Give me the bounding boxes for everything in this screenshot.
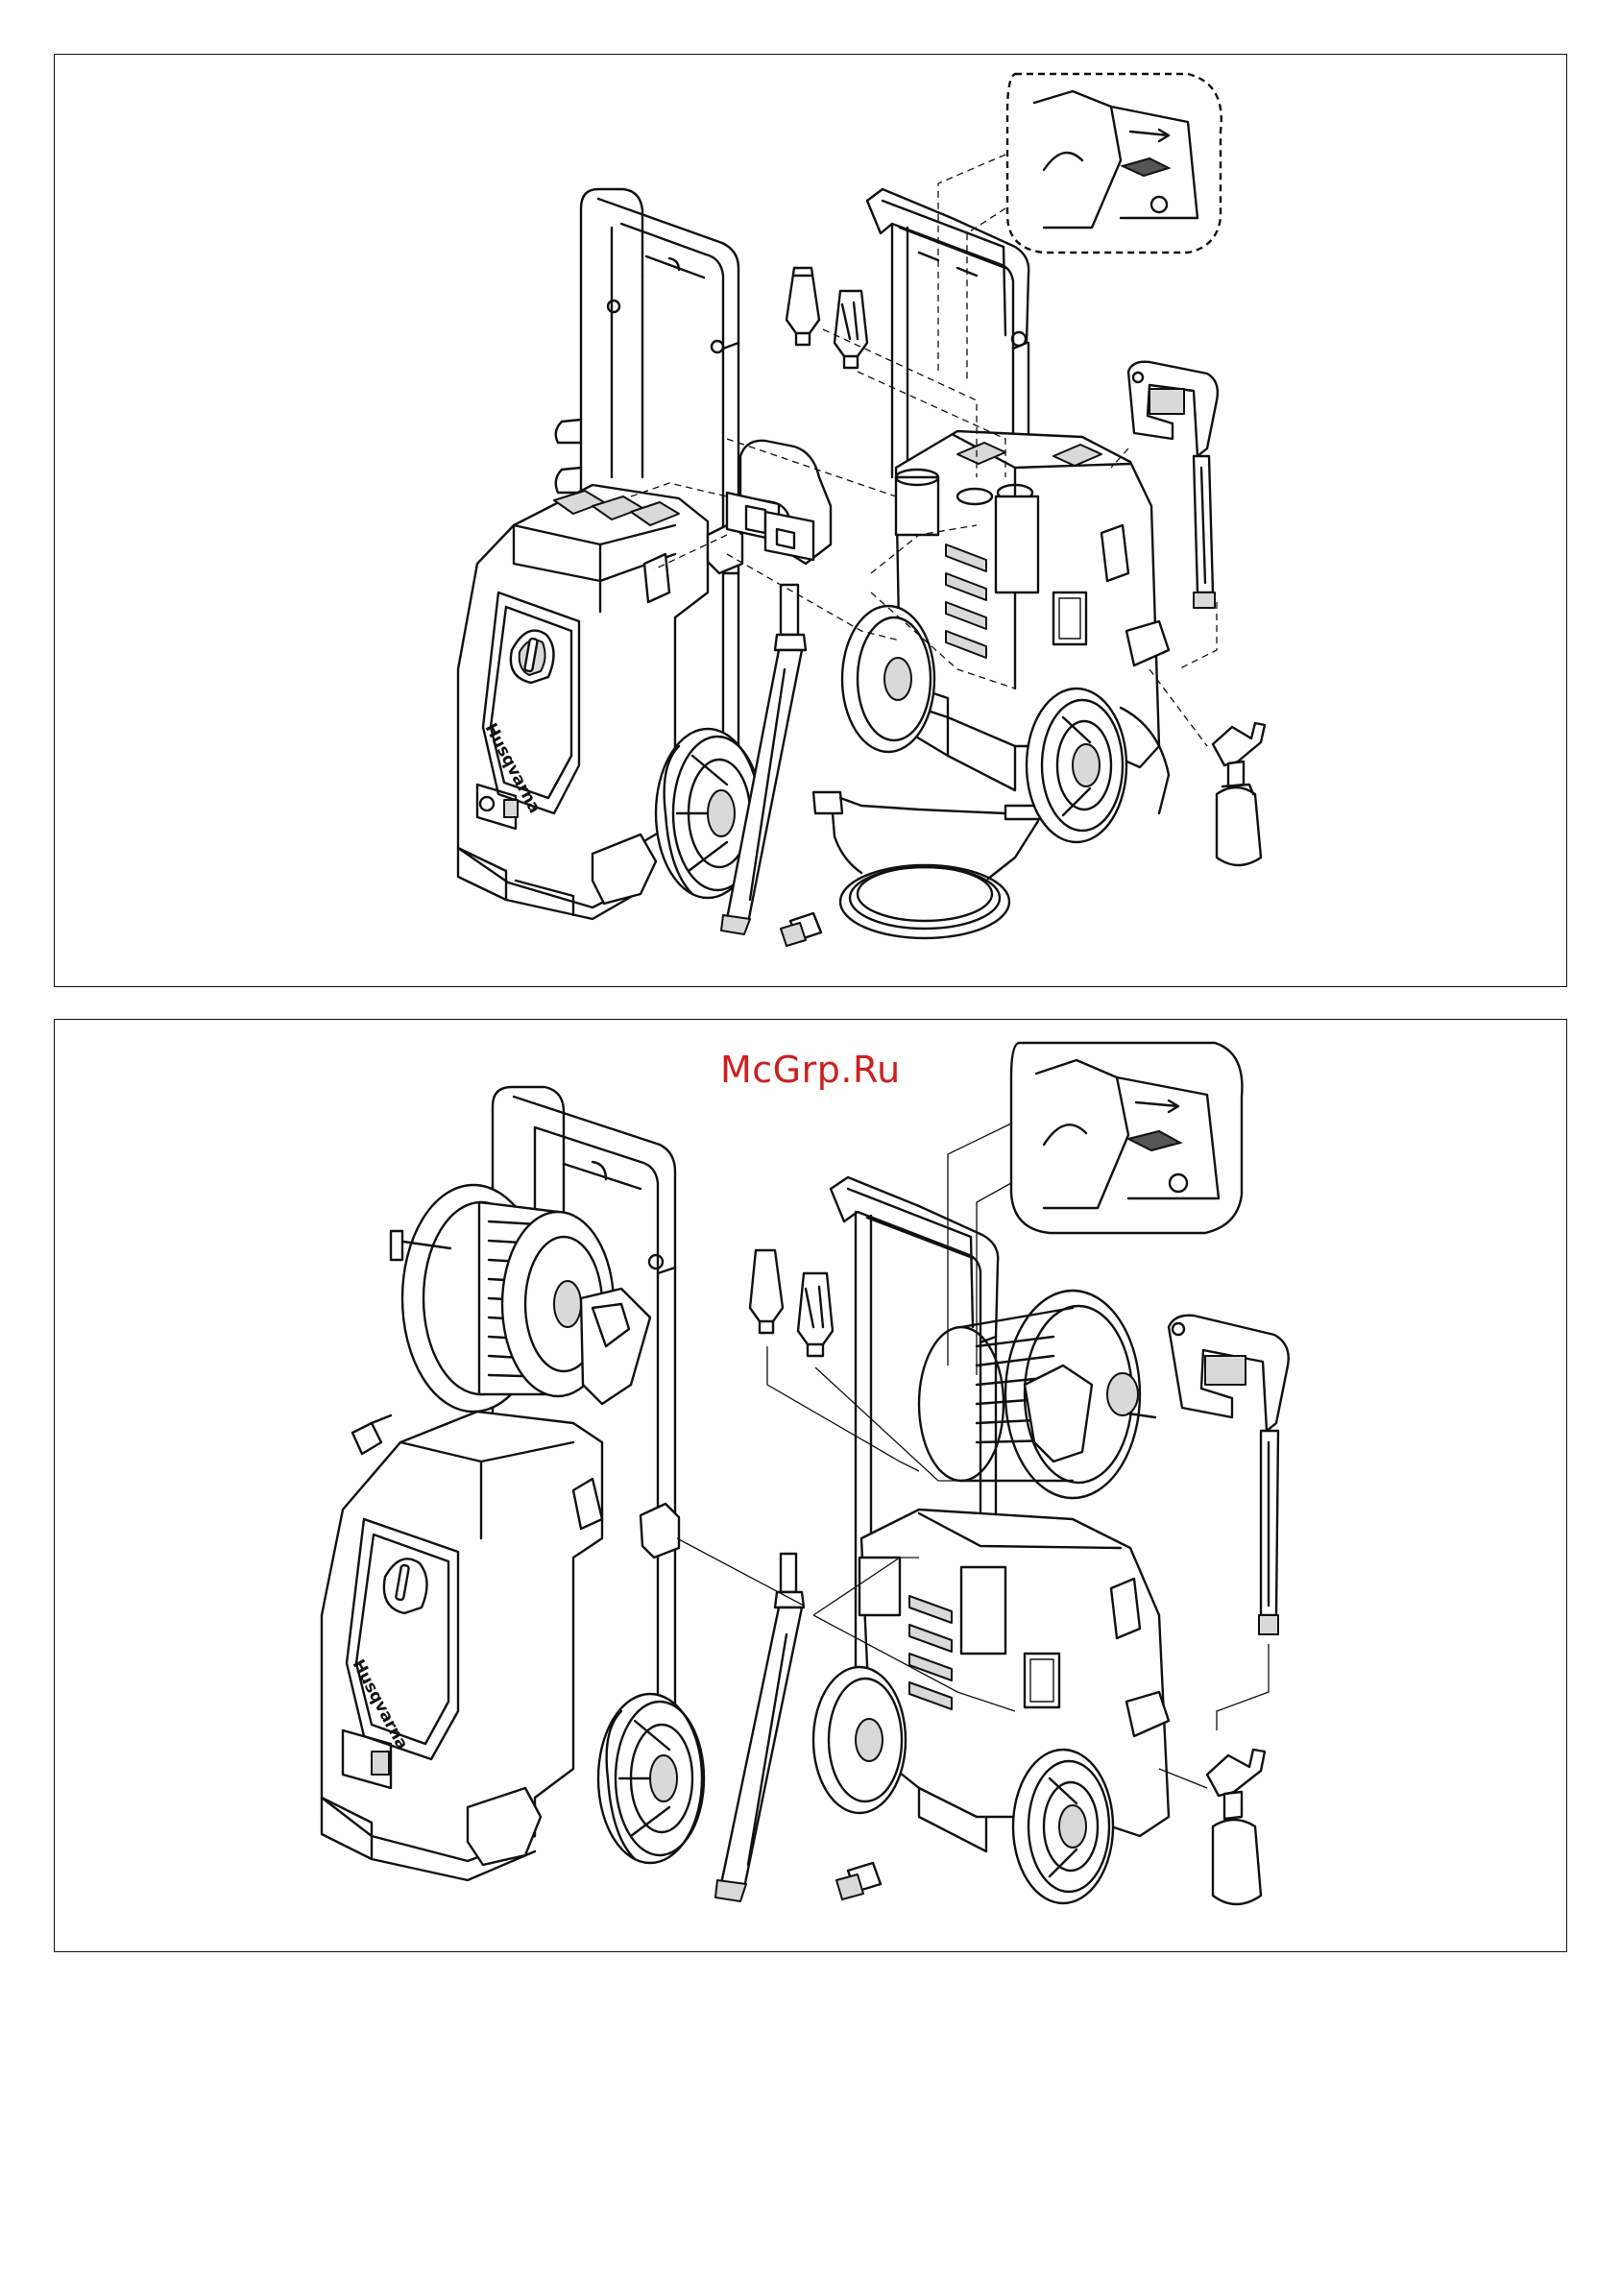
lance-lower <box>715 1554 804 1901</box>
high-pressure-hose <box>813 792 1046 938</box>
watermark-text: McGrp.Ru <box>720 1049 901 1091</box>
rear-wheel-left <box>842 606 934 752</box>
pressure-washer-reel-rear <box>813 1177 1169 1903</box>
assembly-diagram-top: Husqvarna <box>54 54 1567 987</box>
inset-detail-latch <box>1007 74 1222 253</box>
nozzle-2 <box>835 291 867 368</box>
foam-sprayer-bottle-lower <box>1207 1750 1265 1904</box>
reel-rear-wheel-right <box>1013 1750 1113 1903</box>
nozzle-lower-1 <box>750 1250 783 1333</box>
pressure-washer-assembled: Husqvarna <box>458 189 762 919</box>
foam-sprayer-bottle <box>1213 723 1265 865</box>
hose-reel-left <box>391 1185 650 1412</box>
reel-rear-wheel-left <box>813 1667 906 1813</box>
pressure-washer-reel-assembled: Husqvarna <box>322 1087 704 1880</box>
hose-adapter-lower <box>836 1863 881 1899</box>
reel-machine-wheel <box>598 1694 704 1863</box>
pressure-washer-rear <box>842 189 1169 842</box>
reel-motor-housing <box>322 1412 602 1861</box>
hose-adapter <box>781 913 821 946</box>
inset-detail-latch-lower <box>1011 1043 1242 1233</box>
bottom-illustration: Husqvarna <box>55 1020 1566 1951</box>
nozzle-lower-2 <box>798 1273 833 1356</box>
nozzle-1 <box>786 268 819 345</box>
top-illustration: Husqvarna <box>55 55 1566 986</box>
handle-grip <box>598 199 738 349</box>
assembly-diagram-bottom: Husqvarna <box>54 1019 1567 1952</box>
spray-gun-lower <box>1169 1316 1289 1634</box>
